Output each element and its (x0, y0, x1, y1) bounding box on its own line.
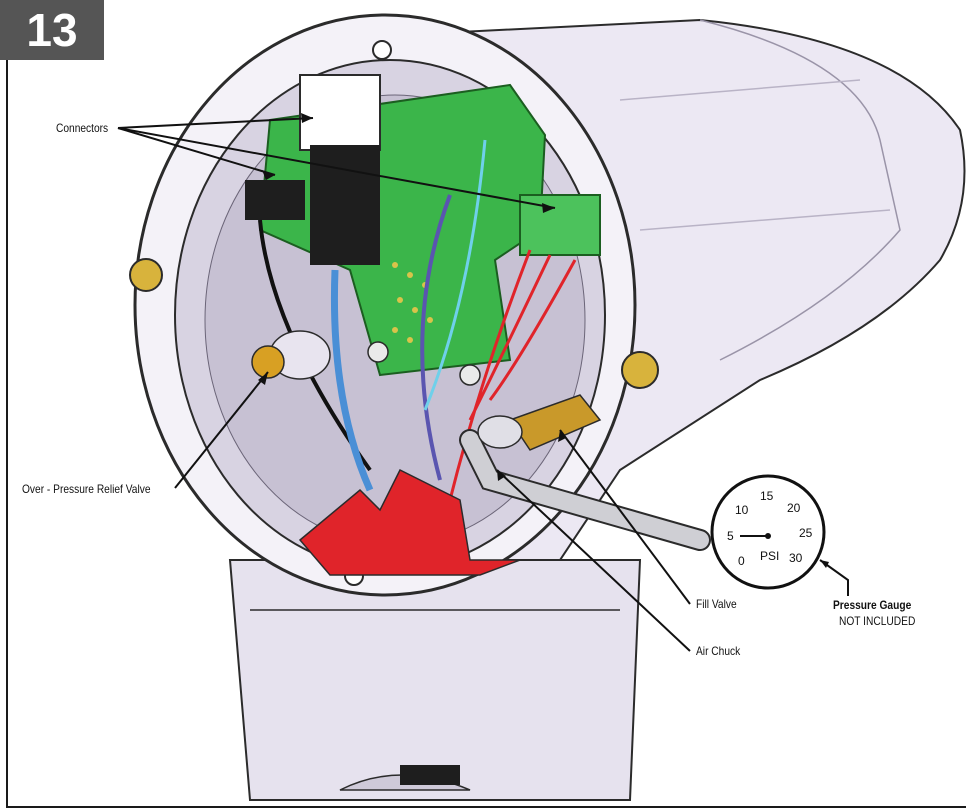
fill-valve (508, 394, 602, 451)
gauge-tick-20: 20 (787, 501, 801, 515)
air-chuck-head (477, 415, 523, 449)
label-pressure-gauge: Pressure Gauge (833, 598, 912, 612)
label-not-included: NOT INCLUDED (839, 614, 916, 628)
label-fill-valve: Fill Valve (696, 597, 737, 611)
label-air-chuck: Air Chuck (696, 644, 741, 658)
connector-white (299, 74, 381, 151)
gauge-tick-10: 10 (735, 503, 749, 517)
gauge-tick-15: 15 (760, 489, 774, 503)
flange-bolt-right (621, 351, 659, 389)
leader-connectors-1 (117, 117, 314, 129)
gauge-unit: PSI (760, 549, 779, 563)
red-boot (298, 468, 521, 576)
mount-slot (400, 765, 460, 785)
leader-connectors-3 (117, 127, 556, 209)
leader-air-chuck (496, 469, 691, 652)
flange-bolt-left (129, 258, 163, 292)
gauge-tick-0: 0 (738, 554, 745, 568)
pcb-screw-right (459, 364, 481, 386)
housing-mount (228, 559, 642, 801)
connector-black-side (245, 180, 305, 220)
pcb-pads (392, 262, 433, 343)
frame-left-border (6, 60, 8, 808)
relief-valve-cap (251, 345, 285, 379)
pressure-gauge (710, 474, 826, 590)
housing-shading-line (699, 19, 901, 361)
gauge-tick-5: 5 (727, 529, 734, 543)
wires-red (448, 249, 577, 501)
arrowheads (258, 113, 829, 568)
leader-relief-valve (174, 371, 269, 489)
leader-connectors-2 (117, 127, 276, 176)
wire-light-blue (423, 139, 487, 411)
air-chuck-hose (461, 431, 709, 549)
leader-fill-valve (559, 429, 691, 605)
gauge-tick-30: 30 (789, 551, 803, 565)
housing-seam-lines (619, 79, 891, 231)
leader-lines (117, 117, 849, 652)
wire-blue (330, 269, 374, 492)
leader-gauge (819, 559, 849, 596)
label-connectors: Connectors (56, 121, 109, 135)
wire-purple (420, 194, 452, 481)
connector-black-main (310, 145, 380, 265)
pcb-screw-left (367, 341, 389, 363)
frame-bottom-border (6, 806, 966, 808)
gauge-hub (765, 533, 771, 539)
label-relief-valve: Over - Pressure Relief Valve (22, 482, 151, 496)
step-number-badge: 13 (0, 0, 104, 60)
gauge-tick-25: 25 (799, 526, 813, 540)
flange-bolt-top (372, 40, 392, 60)
